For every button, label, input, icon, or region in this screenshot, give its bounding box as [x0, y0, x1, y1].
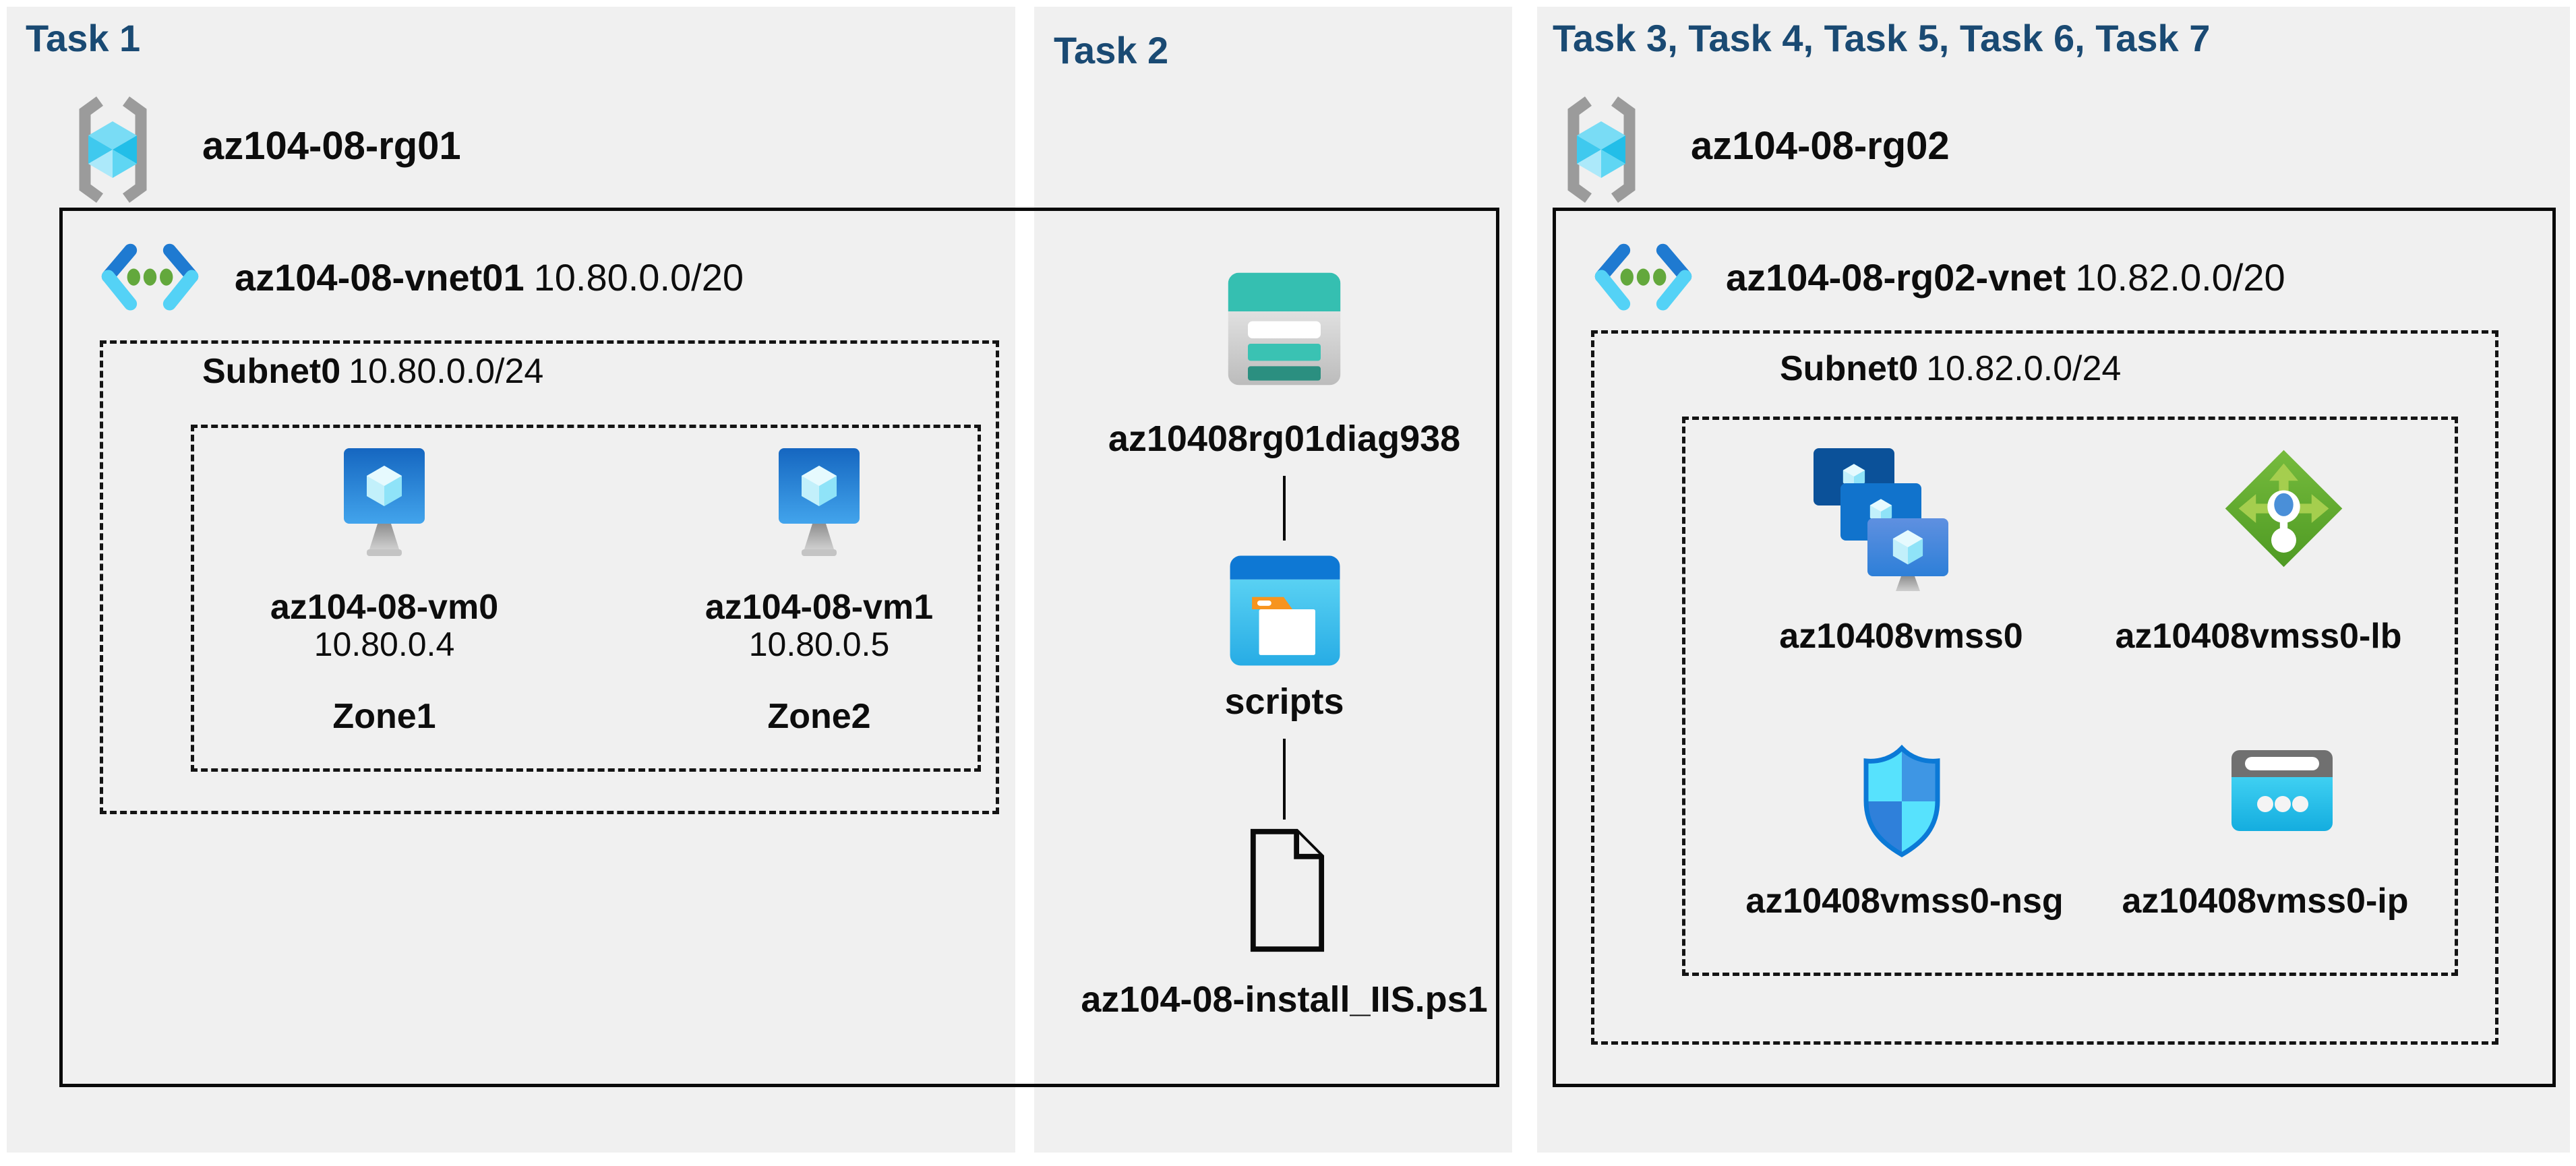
vm0-zone: Zone1	[332, 697, 436, 736]
script-file-label: az104-08-install_IIS.ps1	[1081, 979, 1488, 1020]
rg01-label: az104-08-rg01	[202, 124, 461, 168]
connector-scripts-file	[1283, 739, 1286, 820]
vnet01-cidr: 10.80.0.0/20	[533, 256, 744, 299]
vmss-resources-box	[1682, 417, 2458, 976]
file-icon	[1250, 828, 1325, 952]
rg02-vnet-cidr: 10.82.0.0/20	[2075, 256, 2285, 299]
vnet01-name: az104-08-vnet01	[235, 256, 525, 299]
panel-task1	[7, 7, 1015, 1153]
vnet-icon	[101, 243, 199, 311]
rg02-label: az104-08-rg02	[1691, 124, 1950, 168]
resource-group-icon	[1567, 96, 1636, 203]
vm-zone-box	[191, 425, 981, 772]
storage-account-label: az10408rg01diag938	[1108, 419, 1461, 459]
task3-header: Task 3, Task 4, Task 5, Task 6, Task 7	[1553, 17, 2211, 59]
vm0-name: az104-08-vm0	[270, 588, 499, 627]
task2-header: Task 2	[1054, 29, 1169, 71]
subnet0-name-task1: Subnet0	[202, 352, 341, 391]
subnet0-cidr-task1: 10.80.0.0/24	[349, 352, 544, 391]
nsg-icon	[1863, 744, 1940, 858]
subnet0-box-task1	[100, 340, 999, 814]
vm1-zone: Zone2	[767, 697, 871, 736]
folder-label: scripts	[1224, 681, 1344, 722]
storage-account-icon	[1228, 272, 1341, 386]
vm-icon	[779, 448, 860, 556]
rg02-vnet-boundary-box	[1553, 208, 2556, 1087]
vm1-name: az104-08-vm1	[705, 588, 934, 627]
subnet0-box-task3	[1591, 330, 2498, 1045]
rg02-vnet-name: az104-08-rg02-vnet	[1726, 256, 2066, 299]
panel-task3	[1537, 7, 2570, 1153]
nsg-label: az10408vmss0-nsg	[1745, 882, 2064, 921]
task1-header: Task 1	[26, 17, 141, 59]
vnet01-boundary-box	[59, 208, 1499, 1087]
vm1-ip: 10.80.0.5	[748, 625, 890, 663]
vnet-icon	[1594, 243, 1692, 311]
public-ip-icon	[2231, 750, 2333, 831]
load-balancer-label: az10408vmss0-lb	[2115, 617, 2402, 656]
folder-window-icon	[1230, 555, 1340, 666]
load-balancer-icon	[2225, 450, 2343, 567]
public-ip-label: az10408vmss0-ip	[2122, 882, 2409, 921]
vm-icon	[344, 448, 425, 556]
resource-group-icon	[79, 96, 147, 203]
vmss-icon	[1814, 448, 1948, 591]
vm0-ip: 10.80.0.4	[313, 625, 455, 663]
connector-storage-scripts	[1283, 476, 1286, 541]
subnet0-cidr-task3: 10.82.0.0/24	[1926, 349, 2122, 388]
vmss-label: az10408vmss0	[1779, 617, 2023, 656]
subnet0-name-task3: Subnet0	[1780, 349, 1919, 388]
